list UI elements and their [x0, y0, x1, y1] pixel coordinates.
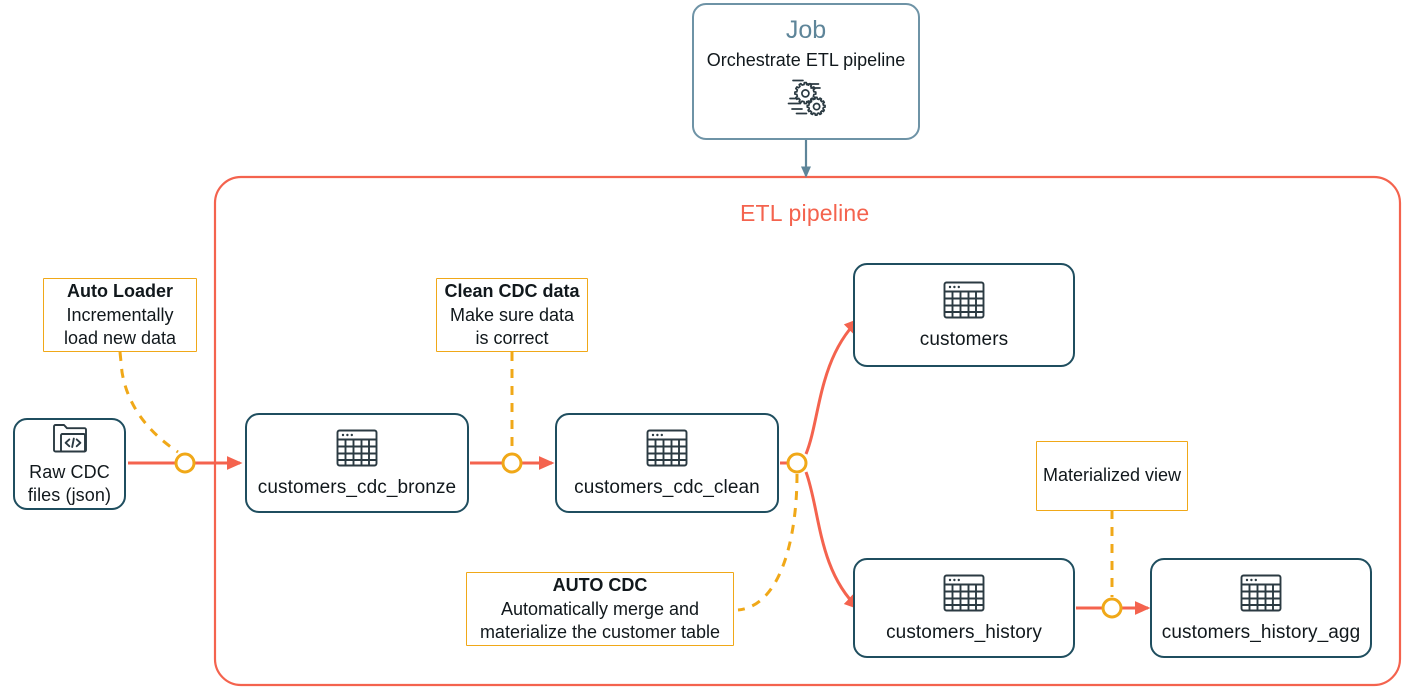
- note-auto-cdc[interactable]: AUTO CDC Automatically merge and materia…: [466, 572, 734, 646]
- connector-auto-loader: [174, 452, 196, 474]
- note-clean-cdc-line2: is correct: [475, 328, 549, 349]
- node-customers-history-agg[interactable]: customers_history_agg: [1150, 558, 1372, 658]
- edge-hub-to-customers: [804, 318, 860, 455]
- table-icon: [1238, 572, 1284, 614]
- note-materialized-view[interactable]: Materialized view: [1036, 441, 1188, 511]
- table-icon: [941, 572, 987, 614]
- connector-auto-cdc: [786, 452, 808, 474]
- node-raw-cdc-files-label-line2: files (json): [27, 484, 112, 505]
- table-icon: [334, 427, 380, 469]
- note-auto-loader-title: Auto Loader: [67, 281, 173, 302]
- etl-pipeline-label: ETL pipeline: [740, 200, 870, 226]
- node-customers-cdc-clean[interactable]: customers_cdc_clean: [555, 413, 779, 513]
- node-customers[interactable]: customers: [853, 263, 1075, 367]
- table-icon: [644, 427, 690, 469]
- note-clean-cdc[interactable]: Clean CDC data Make sure data is correct: [436, 278, 588, 352]
- node-customers-label: customers: [919, 328, 1009, 350]
- note-clean-cdc-title: Clean CDC data: [444, 281, 580, 302]
- job-box[interactable]: Job Orchestrate ETL pipeline: [692, 3, 920, 140]
- note-auto-loader-line1: Incrementally: [66, 304, 174, 325]
- note-auto-loader[interactable]: Auto Loader Incrementally load new data: [43, 278, 197, 352]
- node-customers-history[interactable]: customers_history: [853, 558, 1075, 658]
- note-materialized-view-text: Materialized view: [1042, 465, 1182, 486]
- job-title: Job: [785, 16, 827, 44]
- connector-clean-cdc: [501, 452, 523, 474]
- node-raw-cdc-files[interactable]: Raw CDC files (json): [13, 418, 126, 510]
- note-clean-cdc-line1: Make sure data: [449, 304, 575, 325]
- leader-auto-loader: [118, 351, 179, 454]
- note-auto-loader-line2: load new data: [63, 328, 177, 349]
- node-raw-cdc-files-label-line1: Raw CDC: [29, 462, 110, 482]
- node-customers-cdc-clean-label: customers_cdc_clean: [574, 476, 760, 498]
- note-auto-cdc-line2: materialize the customer table: [479, 622, 721, 643]
- folder-code-icon: [51, 422, 89, 454]
- node-customers-cdc-bronze[interactable]: customers_cdc_bronze: [245, 413, 469, 513]
- note-auto-cdc-line1: Automatically merge and: [500, 598, 700, 619]
- node-customers-history-label: customers_history: [886, 621, 1042, 643]
- job-subtitle: Orchestrate ETL pipeline: [706, 49, 906, 70]
- connector-materialized-view: [1101, 597, 1123, 619]
- note-auto-cdc-title: AUTO CDC: [552, 575, 648, 596]
- node-customers-cdc-bronze-label: customers_cdc_bronze: [257, 476, 457, 498]
- node-customers-history-agg-label: customers_history_agg: [1161, 621, 1361, 643]
- edge-hub-to-customers-history: [804, 471, 860, 610]
- table-icon: [941, 279, 987, 321]
- gears-icon: [782, 77, 830, 117]
